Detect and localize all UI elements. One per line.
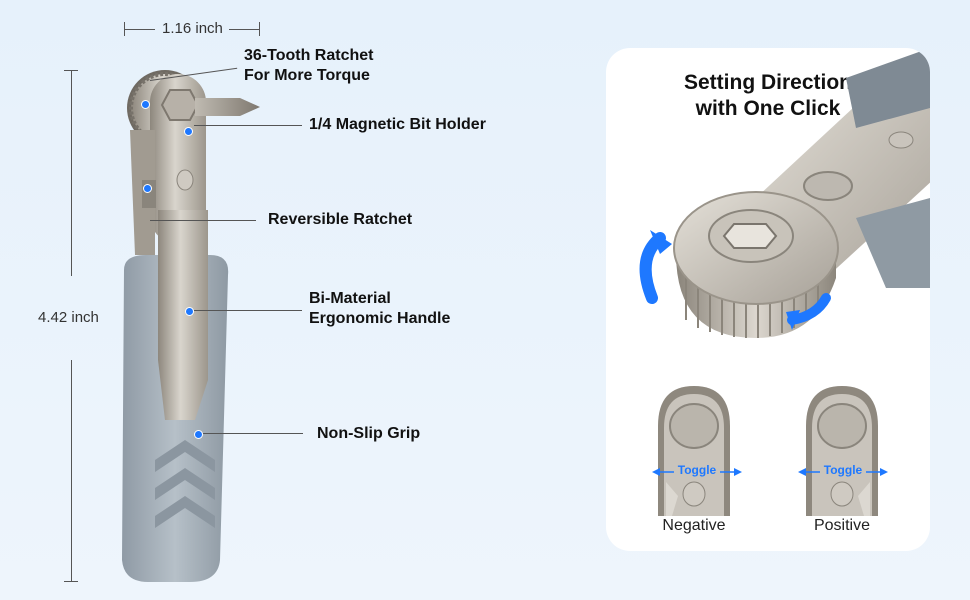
- grip-dot: [194, 430, 203, 439]
- negative-ratchet-image: [658, 386, 730, 516]
- callout-ratchet-line2: For More Torque: [244, 67, 370, 84]
- callout-ratchet-line1: 36-Tooth Ratchet: [244, 47, 374, 64]
- negative-toggle-arrow: [652, 464, 742, 480]
- callout-reversible-ratchet: Reversible Ratchet: [268, 211, 413, 228]
- handle-leader: [194, 310, 302, 311]
- reversible-dot: [143, 184, 152, 193]
- height-label: 4.42 inch: [38, 309, 99, 326]
- positive-toggle-arrow: [798, 464, 888, 480]
- callout-handle-line2: Ergonomic Handle: [309, 310, 451, 327]
- ratchet-screwdriver-image: [122, 70, 260, 582]
- positive-ratchet-image: [806, 386, 878, 516]
- callout-ergonomic-handle: Bi-Material Ergonomic Handle: [309, 289, 450, 329]
- negative-toggle-text: Toggle: [677, 463, 717, 477]
- negative-label: Negative: [662, 517, 726, 534]
- bit-holder-dot: [184, 127, 193, 136]
- panel-title-line1: Setting Direction: [683, 71, 852, 94]
- bit-holder-leader: [194, 125, 302, 126]
- positive-label: Positive: [813, 517, 871, 534]
- callout-handle-line1: Bi-Material: [309, 290, 391, 307]
- ratchet-closeup-image: [639, 48, 930, 338]
- width-label: 1.16 inch: [162, 20, 223, 37]
- positive-toggle-text: Toggle: [823, 463, 863, 477]
- callout-36-tooth-ratchet: 36-Tooth Ratchet For More Torque: [244, 46, 373, 86]
- direction-panel: Setting Direction with One Click: [606, 48, 930, 551]
- reversible-leader: [150, 220, 256, 221]
- panel-title-line2: with One Click: [695, 97, 841, 120]
- callout-non-slip-grip: Non-Slip Grip: [317, 425, 421, 442]
- callout-bit-holder: 1/4 Magnetic Bit Holder: [309, 116, 486, 133]
- ratchet-dot: [141, 100, 150, 109]
- grip-leader: [203, 433, 303, 434]
- panel-title: Setting Direction with One Click: [606, 70, 930, 122]
- handle-dot: [185, 307, 194, 316]
